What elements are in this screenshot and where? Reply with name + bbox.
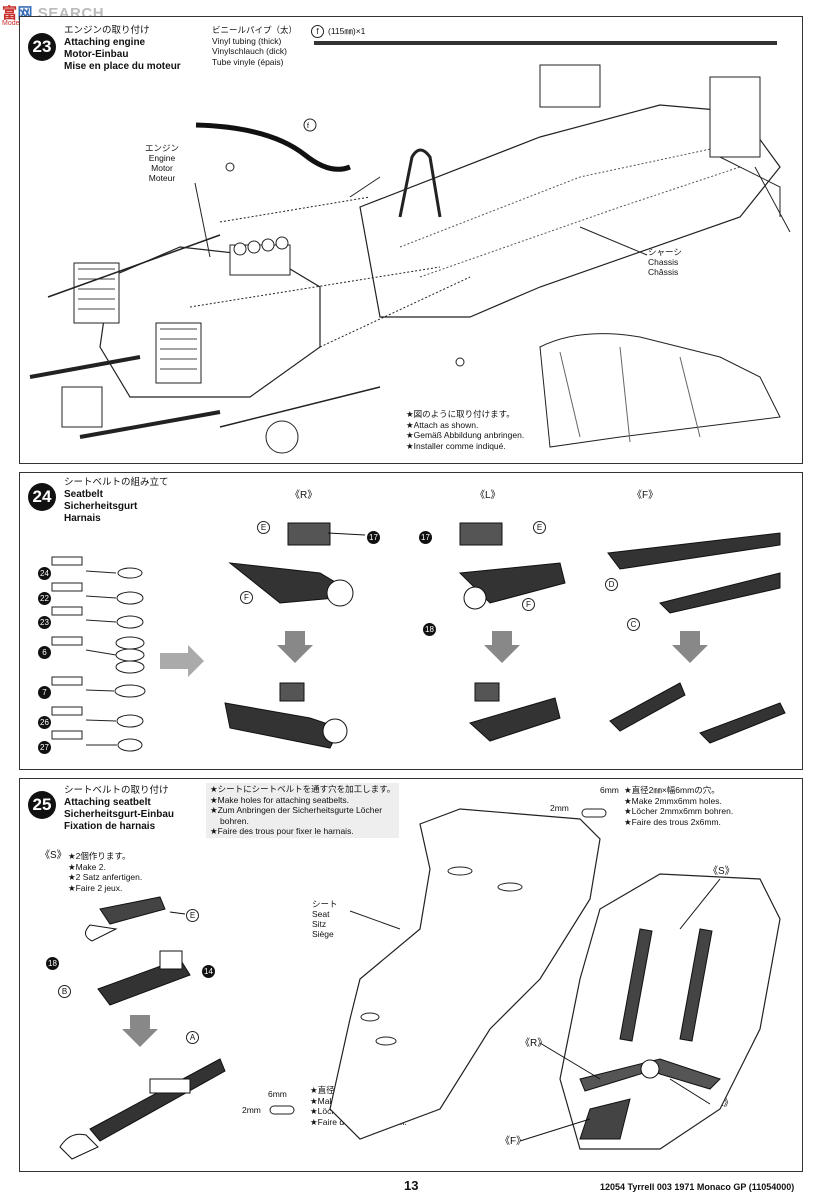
step-25-title-fr: Fixation de harnais	[64, 821, 156, 832]
step-24-number: 24	[28, 483, 56, 511]
step-25-title-de: Sicherheitsgurt-Einbau	[64, 809, 175, 820]
step-23-heading: エンジンの取り付け Attaching engine Motor-Einbau …	[64, 25, 181, 73]
step-23-number: 23	[28, 33, 56, 61]
part-en: Vinyl tubing (thick)	[212, 35, 282, 46]
step-24-heading: シートベルトの組み立て Seatbelt Sicherheitsgurt Har…	[64, 477, 169, 525]
s-label-b: B	[58, 985, 71, 998]
hole-note-top: ★直径2㎜×幅6mmの穴。★Make 2mmx6mm holes.★Löcher…	[624, 785, 734, 827]
seat-r-label: 《R》	[520, 1038, 548, 1049]
s-view-label: 《S》	[40, 850, 67, 861]
view-l-label: 《L》	[475, 490, 501, 501]
part-23: 23	[38, 616, 51, 629]
step-25-title-jp: シートベルトの取り付け	[64, 785, 169, 796]
holes-note: ★シートにシートベルトを通す穴を加工します。★Make holes for at…	[206, 783, 400, 838]
s-label-a: A	[186, 1031, 199, 1044]
part-27: 27	[38, 741, 51, 754]
view-r-label: 《R》	[290, 490, 318, 501]
step-23-title-en: Attaching engine	[64, 37, 146, 48]
part-fr: Tube vinyle (épais)	[212, 56, 284, 67]
l-label-18: 18	[423, 623, 436, 636]
l-label-17: 17	[419, 531, 432, 544]
dim-6mm-bottom: 6mm	[268, 1089, 287, 1099]
seatbelt-fitting-illustration	[59, 808, 781, 1160]
step-23-title-fr: Mise en place du moteur	[64, 61, 181, 72]
step-25-heading: シートベルトの取り付け Attaching seatbelt Sicherhei…	[64, 785, 174, 833]
step-23-panel: 23 エンジンの取り付け Attaching engine Motor-Einb…	[19, 16, 803, 464]
step-23-part-callout: ビニールパイプ（太） Vinyl tubing (thick) Vinylsch…	[212, 25, 297, 67]
part-6: 6	[38, 646, 51, 659]
step-24-title-de: Sicherheitsgurt	[64, 501, 138, 512]
l-label-e: E	[533, 521, 546, 534]
r-label-e: E	[257, 521, 270, 534]
step-23-title-de: Motor-Einbau	[64, 49, 129, 60]
part-quantity: (115㎜)×1	[328, 26, 366, 36]
f-label-d: D	[605, 578, 618, 591]
step-23-title-jp: エンジンの取り付け	[64, 25, 150, 36]
header-rule	[314, 41, 777, 45]
f-label-c: C	[627, 618, 640, 631]
engine-chassis-illustration: f	[29, 64, 791, 454]
view-f-label: 《F》	[632, 490, 659, 501]
s-note: ★2個作ります。★Make 2.★2 Satz anfertigen.★Fair…	[68, 851, 143, 893]
dim-2mm-bottom: 2mm	[242, 1105, 261, 1115]
seatbelt-assembly-illustration	[51, 522, 786, 752]
page-number: 13	[404, 1178, 419, 1193]
r-label-17: 17	[367, 531, 380, 544]
s-label-e: E	[186, 909, 199, 922]
step-25-panel: 25 シートベルトの取り付け Attaching seatbelt Sicher…	[19, 778, 803, 1172]
part-jp: ビニールパイプ（太）	[212, 25, 298, 35]
part-de: Vinylschlauch (dick)	[212, 46, 287, 56]
part-26: 26	[38, 716, 51, 729]
dim-6mm-top: 6mm	[600, 785, 619, 795]
model-name: 12054 Tyrrell 003 1971 Monaco GP (110540…	[600, 1182, 795, 1192]
part-24: 24	[38, 567, 51, 580]
step-24-title-en: Seatbelt	[64, 489, 103, 500]
seat-s-label: 《S》	[708, 866, 735, 877]
svg-text:f: f	[307, 123, 309, 130]
r-label-f: F	[240, 591, 253, 604]
part-22: 22	[38, 592, 51, 605]
step-23-notes: ★図のように取り付けます。★Attach as shown.★Gemäß Abb…	[406, 409, 525, 451]
step-25-number: 25	[28, 791, 56, 819]
step-24-title-jp: シートベルトの組み立て	[64, 477, 169, 488]
l-label-f: F	[522, 598, 535, 611]
s-label-18: 18	[46, 957, 59, 970]
dim-2mm-top: 2mm	[550, 803, 569, 813]
seat-f-label: 《F》	[500, 1136, 527, 1147]
step-24-panel: 24 シートベルトの組み立て Seatbelt Sicherheitsgurt …	[19, 472, 803, 770]
part-f-marker: f	[311, 25, 324, 38]
part-7: 7	[38, 686, 51, 699]
step-24-title-fr: Harnais	[64, 513, 101, 524]
step-25-title-en: Attaching seatbelt	[64, 797, 151, 808]
s-label-14: 14	[202, 965, 215, 978]
